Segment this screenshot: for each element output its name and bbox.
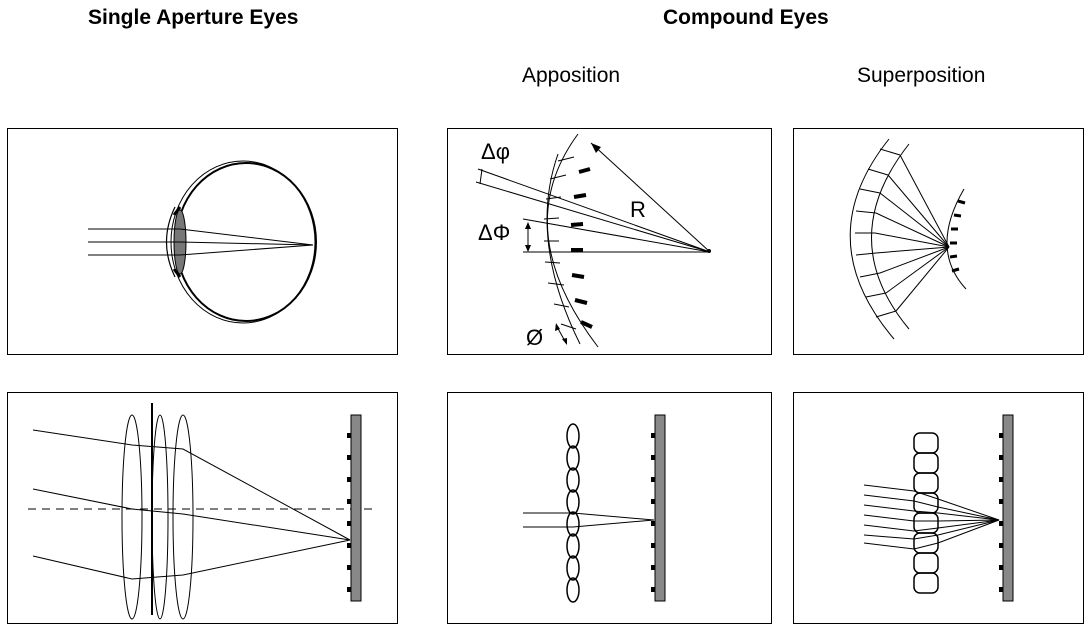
panel-superposition-optics: [793, 392, 1084, 624]
panel-single-aperture-eye: [7, 128, 398, 355]
superposition-eye-diagram: [849, 138, 967, 340]
single-aperture-eye-diagram: [88, 160, 317, 324]
apposition-eye-diagram: Δφ ΔΦ R Ø: [475, 133, 711, 350]
panel-apposition-optics: [447, 392, 772, 624]
panel-superposition-eye: [793, 128, 1084, 355]
superposition-optics-diagram: [863, 414, 1014, 602]
heading-superposition: Superposition: [857, 64, 986, 87]
heading-compound-eyes: Compound Eyes: [663, 6, 829, 29]
label-acceptance-angle: ΔΦ: [478, 220, 510, 245]
single-aperture-optics-diagram: [28, 403, 376, 620]
panel-single-aperture-optics: [7, 392, 398, 624]
label-interommatidial-angle: Δφ: [481, 139, 510, 164]
apposition-optics-diagram: [523, 414, 666, 603]
label-radius: R: [630, 197, 646, 222]
heading-apposition: Apposition: [522, 64, 621, 87]
heading-single-aperture-eyes: Single Aperture Eyes: [88, 6, 299, 29]
label-facet-diameter: Ø: [526, 325, 543, 350]
panel-apposition-eye: Δφ ΔΦ R Ø: [447, 128, 772, 355]
